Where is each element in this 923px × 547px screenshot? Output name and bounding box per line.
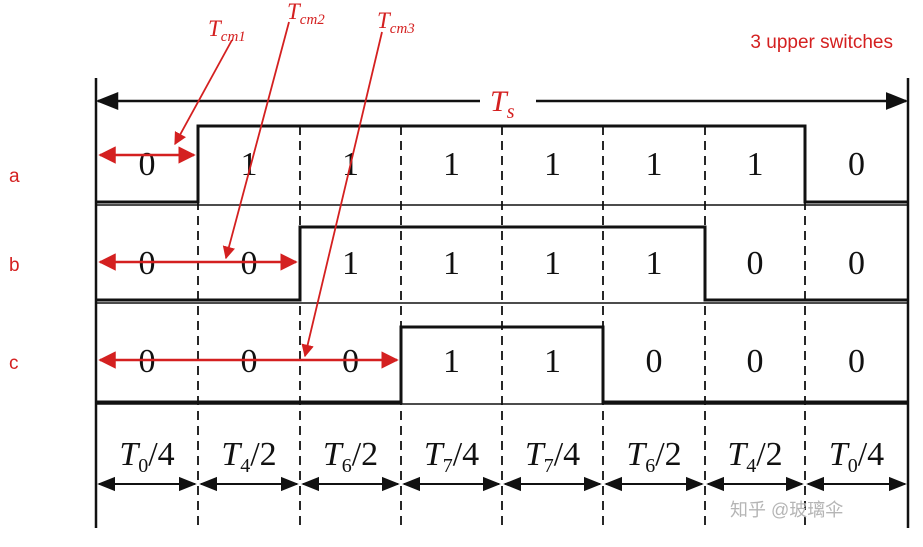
interval-label-2: T4/2 xyxy=(221,436,276,477)
bit-b-6: 1 xyxy=(646,245,663,282)
interval-label-2-t: T xyxy=(221,436,242,473)
interval-label-4-sub: 7 xyxy=(443,455,453,477)
phase-label-b: b xyxy=(9,255,20,276)
phase-label-c: c xyxy=(9,353,19,374)
interval-label-7-sub: 4 xyxy=(746,455,756,477)
tcm2-label: Tcm2 xyxy=(287,0,325,28)
bit-a-7: 1 xyxy=(747,146,764,183)
interval-label-5-div: /4 xyxy=(554,436,580,473)
diagram-title: 3 upper switches xyxy=(750,32,893,53)
bit-b-1: 0 xyxy=(139,245,156,282)
bit-c-6: 0 xyxy=(646,343,663,380)
watermark: 知乎 @玻璃伞 xyxy=(730,500,843,520)
bit-c-5: 1 xyxy=(544,343,561,380)
phase-label-a: a xyxy=(9,166,20,187)
period-label-sub: s xyxy=(507,101,515,123)
interval-label-4-t: T xyxy=(424,436,445,473)
tcm3-label: Tcm3 xyxy=(377,8,415,37)
interval-label-5-t: T xyxy=(525,436,546,473)
interval-label-8: T0/4 xyxy=(829,436,884,477)
interval-label-6: T6/2 xyxy=(626,436,681,477)
bit-b-7: 0 xyxy=(747,245,764,282)
interval-label-1-sub: 0 xyxy=(138,455,148,477)
interval-label-1-t: T xyxy=(119,436,140,473)
interval-label-3: T6/2 xyxy=(323,436,378,477)
bit-a-1: 0 xyxy=(139,146,156,183)
interval-label-7: T4/2 xyxy=(727,436,782,477)
period-label-bg xyxy=(480,82,536,118)
interval-label-5: T7/4 xyxy=(525,436,580,477)
waveform-b xyxy=(96,225,908,302)
interval-label-6-div: /2 xyxy=(655,436,681,473)
interval-label-4-div: /4 xyxy=(453,436,479,473)
interval-label-1: T0/4 xyxy=(119,436,174,477)
interval-label-3-t: T xyxy=(323,436,344,473)
bit-b-5: 1 xyxy=(544,245,561,282)
tcm1-label: Tcm1 xyxy=(208,16,246,45)
bit-b-2: 0 xyxy=(241,245,258,282)
interval-label-2-div: /2 xyxy=(250,436,276,473)
bit-c-1: 0 xyxy=(139,343,156,380)
interval-label-7-div: /2 xyxy=(756,436,782,473)
bit-c-8: 0 xyxy=(848,343,865,380)
waveform-a xyxy=(96,124,908,204)
waveform-c xyxy=(96,325,908,404)
interval-label-3-div: /2 xyxy=(352,436,378,473)
interval-label-5-sub: 7 xyxy=(544,455,554,477)
tcm3-pointer xyxy=(301,31,383,358)
bit-b-4: 1 xyxy=(443,245,460,282)
interval-label-6-sub: 6 xyxy=(645,455,655,477)
tcm2-pointer xyxy=(222,21,290,260)
bit-c-4: 1 xyxy=(443,343,460,380)
interval-label-3-sub: 6 xyxy=(342,455,352,477)
interval-label-8-sub: 0 xyxy=(848,455,858,477)
bit-a-8: 0 xyxy=(848,146,865,183)
interval-label-8-div: /4 xyxy=(858,436,884,473)
tcm1-pointer xyxy=(174,39,233,146)
bit-a-5: 1 xyxy=(544,146,561,183)
interval-label-4: T7/4 xyxy=(424,436,479,477)
interval-label-8-t: T xyxy=(829,436,850,473)
period-label-main: T xyxy=(490,85,509,118)
period-label: Ts xyxy=(490,85,515,123)
bit-c-2: 0 xyxy=(241,343,258,380)
bit-b-8: 0 xyxy=(848,245,865,282)
interval-label-1-div: /4 xyxy=(148,436,174,473)
bit-c-7: 0 xyxy=(747,343,764,380)
interval-label-2-sub: 4 xyxy=(240,455,250,477)
interval-label-7-t: T xyxy=(727,436,748,473)
bit-a-6: 1 xyxy=(646,146,663,183)
bit-c-3: 0 xyxy=(342,343,359,380)
bit-a-4: 1 xyxy=(443,146,460,183)
interval-label-6-t: T xyxy=(626,436,647,473)
bit-b-3: 1 xyxy=(342,245,359,282)
